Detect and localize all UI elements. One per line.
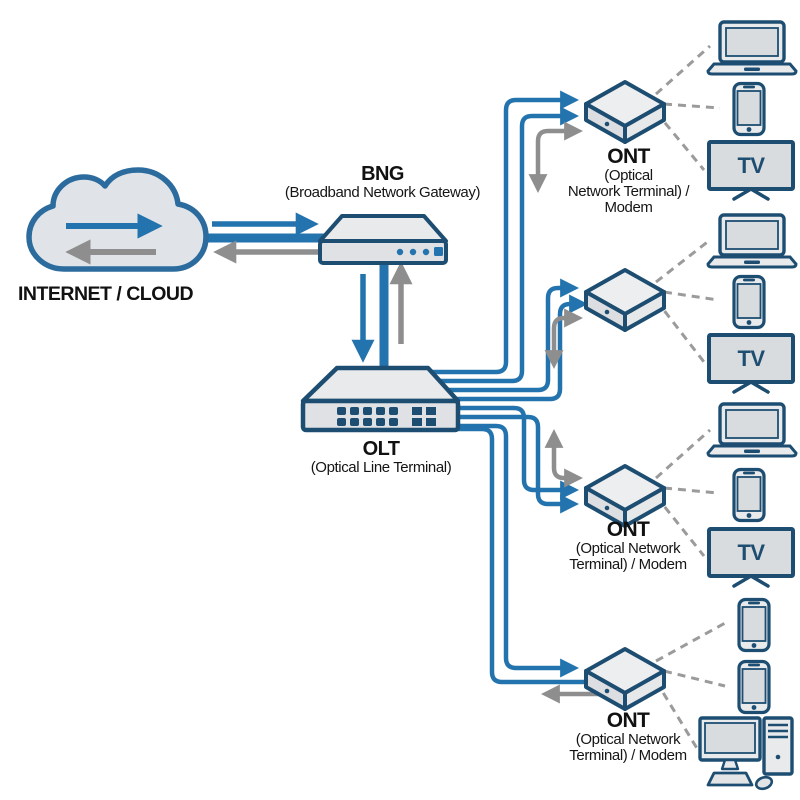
- ont4-subtitle-line1: (Optical Network: [575, 731, 681, 748]
- ont4-device ont-box-icon: [584, 647, 666, 711]
- upstream-lines: [528, 121, 600, 704]
- link-ont3-laptop: [655, 428, 711, 480]
- ont3-name: ONT: [606, 518, 650, 541]
- home-links: [654, 44, 728, 751]
- ont4-name: ONT: [606, 709, 650, 732]
- ont1-label: ONT (Optical Network Terminal) / Modem: [551, 146, 706, 216]
- tv3-text: TV: [737, 540, 765, 565]
- ont1-subtitle-line2: Network Terminal) /: [567, 183, 690, 200]
- group3-laptop-icon: [706, 402, 798, 458]
- olt-name: OLT: [362, 438, 400, 460]
- ont4-subtitle-line2: Terminal) / Modem: [569, 747, 687, 764]
- ont3-device ont-box-icon: [584, 464, 666, 528]
- bng-name: BNG: [361, 163, 404, 185]
- link-ont1-phone: [663, 102, 721, 110]
- link-ont2-laptop: [655, 238, 711, 284]
- olt-label: OLT (Optical Line Terminal): [280, 438, 482, 476]
- group1-smartphone-icon: [732, 81, 766, 137]
- group3-smartphone-icon: [732, 467, 766, 523]
- link-ont2-phone: [663, 290, 719, 302]
- bng-label: BNG (Broadband Network Gateway): [255, 163, 510, 201]
- link-ont3-phone: [663, 486, 719, 495]
- bng-device router-icon: [318, 214, 448, 265]
- fiber-olt-ont3-a: [440, 405, 580, 500]
- upstream-ont1-arrow: [528, 121, 584, 194]
- fiber-olt-ont1-a: [430, 90, 580, 375]
- ont3-subtitle-line2: Terminal) / Modem: [569, 556, 687, 573]
- ont3-label: ONT (Optical Network Terminal) / Modem: [543, 519, 713, 573]
- fiber-olt-ont1-b: [430, 106, 580, 384]
- ont3-subtitle-line1: (Optical Network: [575, 540, 681, 557]
- cloud-icon: [26, 167, 209, 272]
- fiber-olt-ont3-b: [440, 414, 580, 514]
- group2-laptop-icon: [706, 213, 798, 269]
- ont1-subtitle-line3: Modem: [604, 199, 653, 216]
- bng-subtitle: (Broadband Network Gateway): [284, 184, 481, 201]
- upstream-ont2-arrow: [544, 308, 584, 370]
- group4-smartphone1-icon: [737, 597, 771, 653]
- group1-laptop-icon: [706, 20, 798, 76]
- link-ont1-laptop: [655, 44, 711, 96]
- fiber-olt-ont4-b: [445, 426, 600, 685]
- tv1-text: TV: [737, 153, 765, 178]
- fiber-olt-ont2-a: [430, 278, 580, 393]
- internet-cloud-label: INTERNET / CLOUD: [17, 283, 194, 305]
- fiber-olt-ont4-a: [445, 423, 580, 678]
- group4-desktop-icon: [698, 716, 794, 793]
- link-ont1-tv: [654, 111, 706, 171]
- ont2-device ont-box-icon: [584, 268, 666, 332]
- olt-device switch-icon: [300, 365, 461, 433]
- link-ont4-phone2: [663, 669, 726, 688]
- group4-smartphone2-icon: [737, 659, 771, 715]
- link-ont4-phone1: [655, 620, 728, 663]
- olt-subtitle: (Optical Line Terminal): [310, 459, 452, 476]
- group2-smartphone-icon: [732, 274, 766, 330]
- ont1-device ont-box-icon: [584, 80, 666, 144]
- upstream-ont3-arrow: [544, 428, 584, 488]
- ont1-name: ONT: [607, 145, 650, 168]
- tv2-text: TV: [737, 346, 765, 371]
- trunk-wires: [196, 233, 389, 374]
- ont4-label: ONT (Optical Network Terminal) / Modem: [543, 710, 713, 764]
- ont1-subtitle-line1: (Optical: [604, 167, 653, 184]
- olt-ports: [337, 407, 436, 426]
